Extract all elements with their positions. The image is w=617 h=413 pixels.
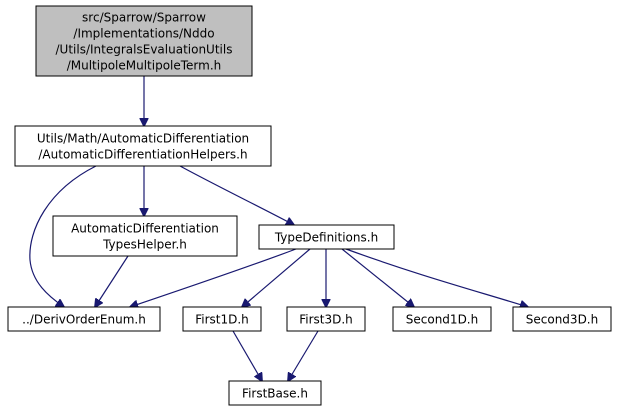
node-label-line: Second3D.h [526, 312, 598, 326]
edge-line [345, 248, 528, 307]
node-label-line: First1D.h [195, 312, 249, 326]
edge-ath-doe-arrow [95, 255, 129, 307]
node-label-line: TypeDefinitions.h [274, 230, 378, 244]
node-label-line: ../DerivOrderEnum.h [22, 312, 146, 326]
nodes-layer: src/Sparrow/Sparrow/Implementations/Nddo… [7, 5, 612, 406]
node-label-line: /AutomaticDifferentiationHelpers.h [38, 147, 247, 161]
node-box [258, 224, 395, 250]
edge-line [29, 165, 97, 307]
node-label-line: src/Sparrow/Sparrow [82, 10, 206, 24]
edge-td-doe-arrow [130, 248, 297, 307]
node-box [392, 306, 492, 332]
node-automatic-differentiation-helpers[interactable]: Utils/Math/AutomaticDifferentiation/Auto… [14, 125, 272, 167]
edge-f3d-fb-arrow [288, 330, 319, 381]
edge-f1d-fb-arrow [232, 330, 262, 381]
node-first1d[interactable]: First1D.h [182, 306, 262, 332]
node-box [14, 125, 272, 167]
node-label-line: TypesHelper.h [102, 237, 187, 251]
node-first3d[interactable]: First3D.h [286, 306, 366, 332]
node-label-line: /Utils/IntegralsEvaluationUtils [56, 42, 233, 56]
node-label-line: First3D.h [299, 312, 353, 326]
node-label-line: FirstBase.h [242, 386, 308, 400]
node-label-line: /Implementations/Nddo [73, 26, 214, 40]
node-label-line: /MultipoleMultipoleTerm.h [67, 58, 222, 72]
node-box [512, 306, 612, 332]
edge-line [341, 248, 414, 307]
node-first-base[interactable]: FirstBase.h [228, 380, 322, 406]
edge-td-f1d-arrow [242, 248, 311, 307]
node-label-line: AutomaticDifferentiation [71, 221, 219, 235]
node-box [35, 5, 253, 77]
node-second3d[interactable]: Second3D.h [512, 306, 612, 332]
edge-line [130, 248, 297, 307]
edge-line [95, 255, 129, 307]
node-box [286, 306, 366, 332]
edge-line [232, 330, 262, 381]
edge-adh-doe-arrow [29, 165, 97, 307]
node-box [7, 306, 161, 332]
edge-line [288, 330, 319, 381]
edge-td-s3d-arrow [345, 248, 528, 307]
edge-line [242, 248, 311, 307]
node-box [182, 306, 262, 332]
node-box [228, 380, 322, 406]
node-label-line: Utils/Math/AutomaticDifferentiation [37, 131, 249, 145]
node-multipole-multipole-term[interactable]: src/Sparrow/Sparrow/Implementations/Nddo… [35, 5, 253, 77]
node-label-line: Second1D.h [406, 312, 478, 326]
node-type-definitions[interactable]: TypeDefinitions.h [258, 224, 395, 250]
edge-adh-td-arrow [179, 165, 294, 225]
node-deriv-order-enum[interactable]: ../DerivOrderEnum.h [7, 306, 161, 332]
node-second1d[interactable]: Second1D.h [392, 306, 492, 332]
node-box [52, 215, 238, 257]
edge-td-s1d-arrow [341, 248, 414, 307]
edge-line [179, 165, 294, 225]
edges-layer [29, 76, 528, 381]
